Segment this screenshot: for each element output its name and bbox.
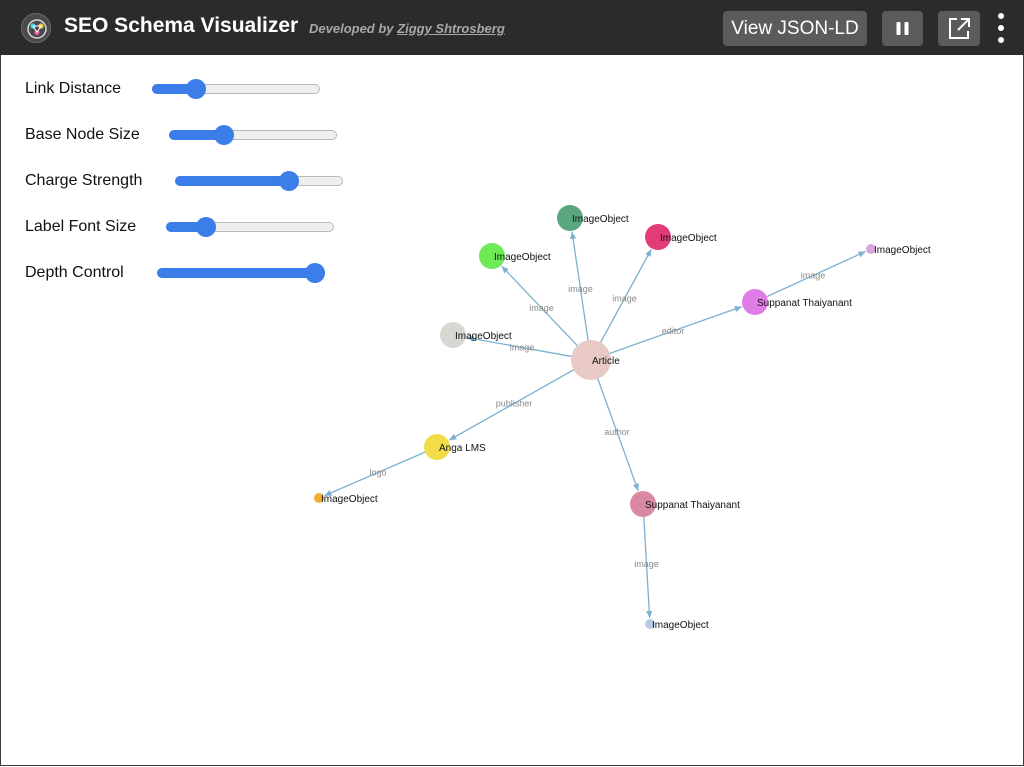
depth-control-label: Depth Control bbox=[25, 264, 124, 281]
graph-node[interactable]: ImageObject bbox=[557, 205, 629, 231]
graph-node[interactable]: Anga LMS bbox=[424, 434, 486, 460]
link-label: image bbox=[529, 303, 554, 313]
developer-credit: Developed by Ziggy Shtrosberg bbox=[309, 21, 505, 36]
slider-thumb[interactable] bbox=[279, 171, 300, 191]
graph-link bbox=[643, 516, 653, 619]
node-label: ImageObject bbox=[572, 214, 629, 225]
node-circle[interactable] bbox=[424, 434, 450, 460]
link-distance-slider[interactable] bbox=[152, 79, 320, 99]
graph-node[interactable]: ImageObject bbox=[866, 244, 931, 256]
node-label: ImageObject bbox=[652, 620, 709, 631]
graph-link bbox=[609, 306, 743, 354]
label-font-size-label: Label Font Size bbox=[25, 218, 137, 235]
slider-thumb[interactable] bbox=[185, 79, 206, 99]
graph-link bbox=[766, 250, 866, 298]
node-label: Suppanat Thaiyanant bbox=[645, 500, 740, 511]
depth-control-slider[interactable] bbox=[157, 263, 325, 283]
graph-node[interactable]: ImageObject bbox=[645, 619, 709, 631]
node-circle[interactable] bbox=[557, 205, 583, 231]
node-label: ImageObject bbox=[455, 331, 512, 342]
link-label: image bbox=[612, 294, 637, 304]
graph-node[interactable]: Article bbox=[571, 340, 620, 380]
node-circle[interactable] bbox=[314, 493, 324, 503]
link-label: logo bbox=[369, 468, 386, 478]
link-label: image bbox=[801, 271, 826, 281]
node-label: ImageObject bbox=[494, 252, 551, 263]
charge-strength-slider[interactable] bbox=[175, 171, 343, 191]
top-bar: SEO Schema Visualizer Developed by Ziggy… bbox=[0, 0, 1024, 55]
graph-node[interactable]: Suppanat Thaiyanant bbox=[742, 289, 852, 315]
node-label: Article bbox=[592, 356, 620, 367]
graph-link bbox=[597, 378, 639, 492]
pause-icon bbox=[896, 22, 909, 35]
node-label: Anga LMS bbox=[439, 443, 486, 454]
graph-link bbox=[324, 451, 426, 497]
node-circle[interactable] bbox=[742, 289, 768, 315]
node-label: Suppanat Thaiyanant bbox=[757, 298, 852, 309]
base-node-size-label: Base Node Size bbox=[25, 126, 140, 143]
slider-thumb[interactable] bbox=[196, 217, 217, 237]
link-label: image bbox=[634, 559, 659, 569]
node-circle[interactable] bbox=[571, 340, 611, 380]
link-distance-label: Link Distance bbox=[25, 80, 122, 97]
node-circle[interactable] bbox=[479, 243, 505, 269]
graph-link bbox=[448, 369, 574, 441]
graph-node[interactable]: ImageObject bbox=[645, 224, 717, 250]
node-label: ImageObject bbox=[874, 245, 931, 256]
graph-node[interactable]: ImageObject bbox=[314, 493, 378, 505]
view-json-ld-button[interactable]: View JSON-LD bbox=[723, 11, 867, 46]
open-external-button[interactable] bbox=[938, 11, 980, 46]
slider-thumb[interactable] bbox=[304, 263, 325, 283]
more-vertical-icon[interactable] bbox=[992, 12, 1010, 44]
graph-node[interactable]: ImageObject bbox=[440, 322, 512, 348]
charge-strength-label: Charge Strength bbox=[25, 172, 143, 189]
external-link-icon bbox=[949, 18, 970, 39]
node-circle[interactable] bbox=[440, 322, 466, 348]
link-label: image bbox=[568, 284, 593, 294]
node-label: ImageObject bbox=[321, 494, 378, 505]
graph-link bbox=[569, 231, 589, 341]
link-label: image bbox=[510, 343, 535, 353]
node-circle[interactable] bbox=[630, 491, 656, 517]
graph-link bbox=[466, 335, 572, 358]
base-node-size-slider[interactable] bbox=[169, 125, 337, 145]
graph-node[interactable]: Suppanat Thaiyanant bbox=[630, 491, 740, 517]
node-circle[interactable] bbox=[645, 224, 671, 250]
app-logo-icon bbox=[21, 13, 51, 43]
node-circle[interactable] bbox=[645, 619, 655, 629]
author-link[interactable]: Ziggy Shtrosberg bbox=[397, 21, 505, 36]
link-label: author bbox=[604, 427, 630, 437]
graph-link bbox=[599, 248, 652, 343]
graph-node[interactable]: ImageObject bbox=[479, 243, 551, 269]
app-title: SEO Schema Visualizer bbox=[64, 14, 299, 37]
slider-thumb[interactable] bbox=[214, 125, 235, 145]
label-font-size-slider[interactable] bbox=[166, 217, 334, 237]
node-label: ImageObject bbox=[660, 233, 717, 244]
pause-button[interactable] bbox=[882, 11, 923, 46]
node-circle[interactable] bbox=[866, 244, 876, 254]
graph-link bbox=[501, 265, 578, 346]
link-label: editor bbox=[662, 326, 685, 336]
developed-by-label: Developed by bbox=[309, 21, 394, 36]
link-label: publisher bbox=[496, 399, 533, 409]
